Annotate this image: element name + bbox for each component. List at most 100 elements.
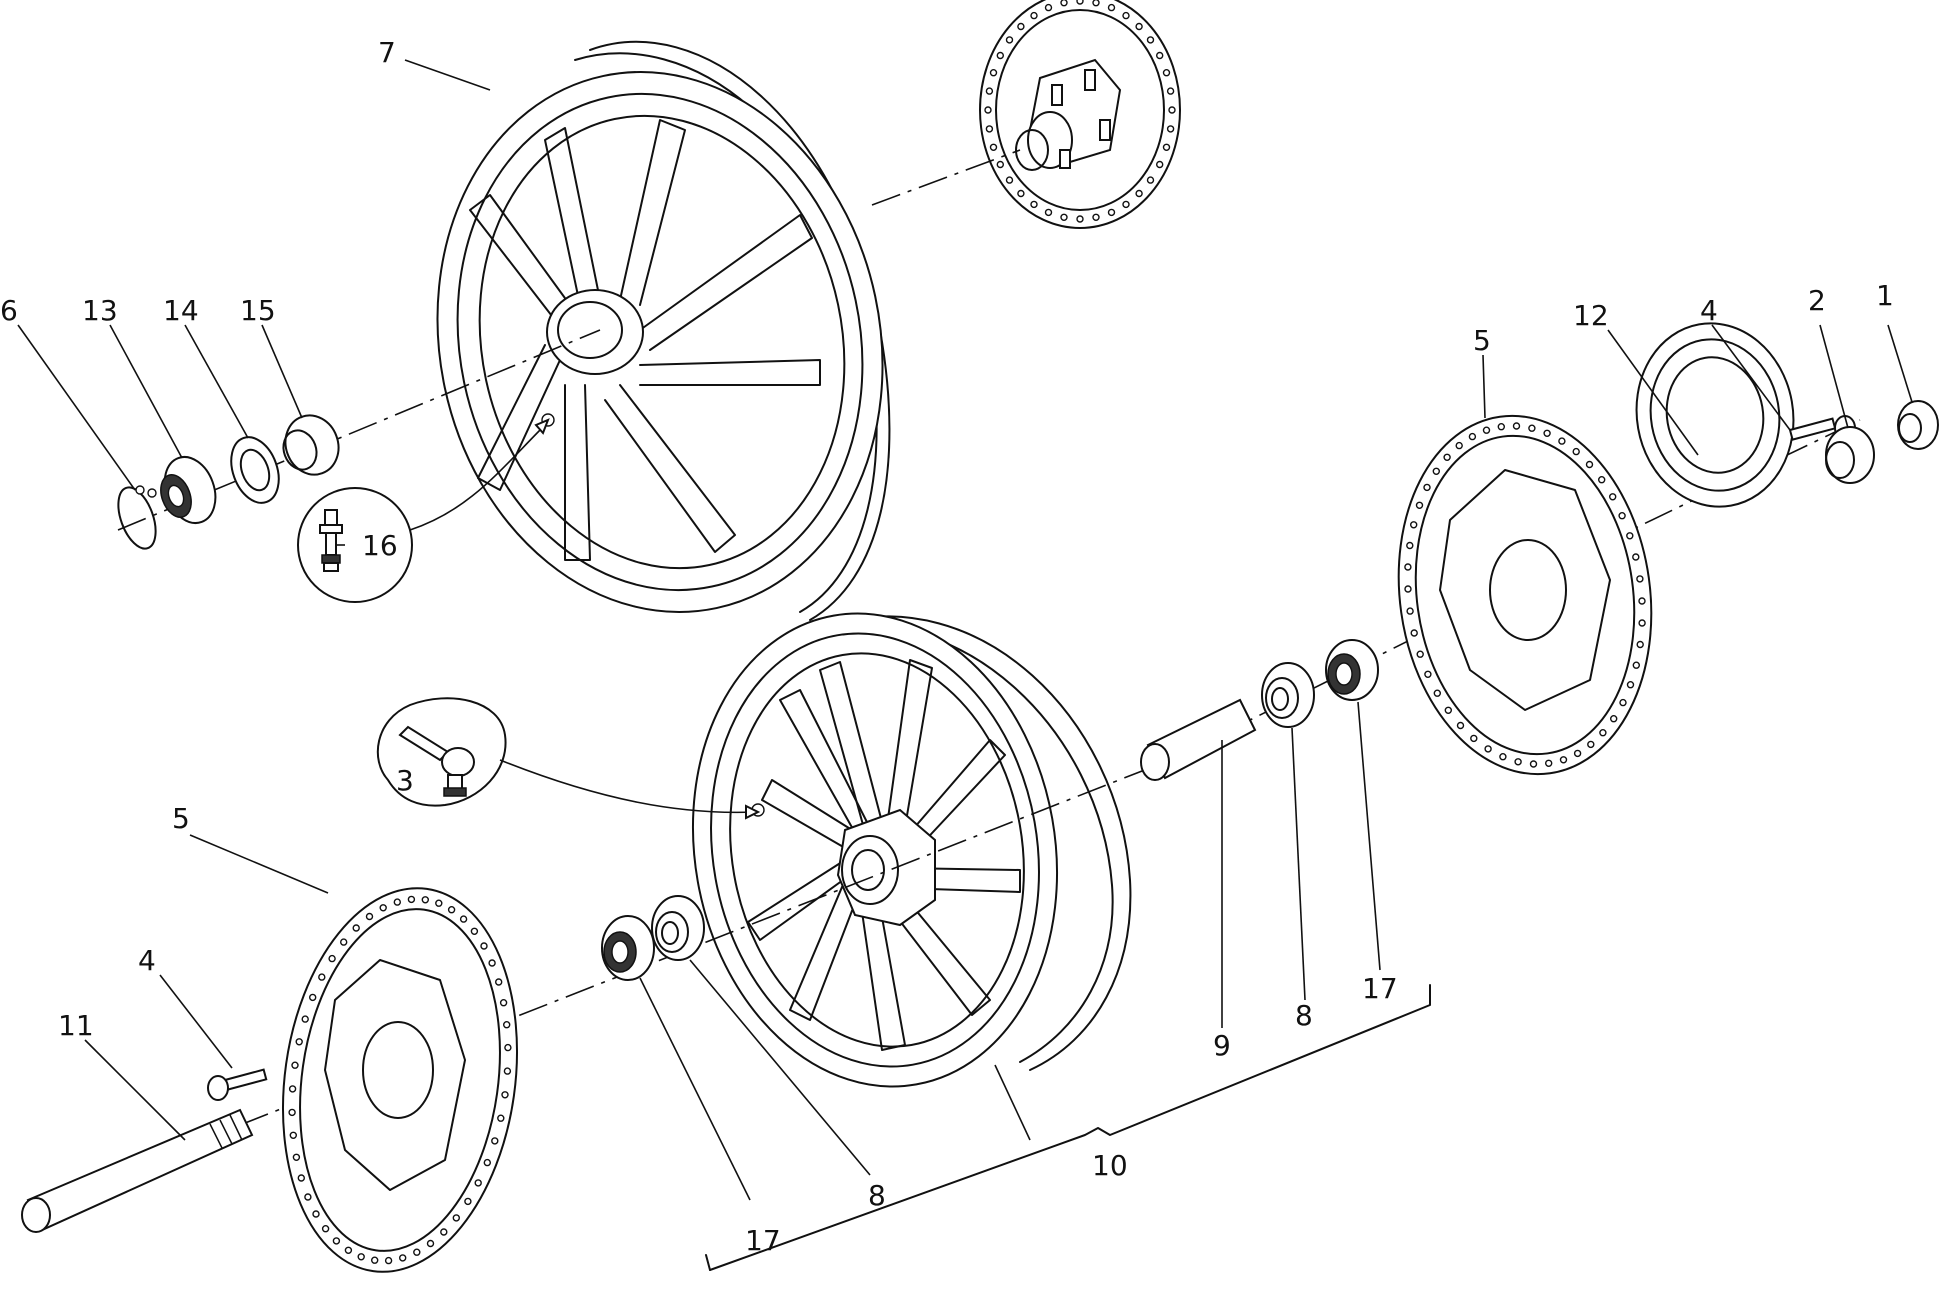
disc-hole <box>1638 597 1646 605</box>
disc-hole <box>1092 213 1100 222</box>
disc-hole <box>301 1015 309 1023</box>
disc-hole <box>1406 607 1414 615</box>
disc-hole <box>312 1210 320 1218</box>
disc-hole <box>1146 176 1155 184</box>
disc-hole <box>1415 501 1424 509</box>
disc-hole <box>1135 22 1143 31</box>
disc-hole <box>1076 0 1084 5</box>
disc-hole <box>1608 493 1617 501</box>
disc-hole <box>1166 87 1175 95</box>
disc-hole <box>413 1248 421 1256</box>
disc-hole <box>989 68 998 77</box>
callout-11: 11 <box>58 1009 94 1042</box>
disc-hole <box>1044 208 1053 217</box>
front-wheel-spokes <box>747 659 1021 1051</box>
disc-hole <box>1060 213 1068 222</box>
disc-hole <box>1162 143 1171 152</box>
rear-axis-line-left <box>117 329 601 531</box>
disc-hole <box>426 1239 435 1248</box>
disc-hole <box>1404 585 1412 593</box>
disc-hole <box>1092 0 1100 7</box>
callout-7: 7 <box>378 36 396 69</box>
rear-ring-nut <box>160 456 217 524</box>
disc-hole <box>328 954 336 963</box>
disc-hole <box>985 125 994 133</box>
disc-hole <box>435 899 443 907</box>
disc-hole <box>421 896 429 904</box>
disc-hole <box>488 959 496 967</box>
disc-hole <box>1626 532 1634 540</box>
disc-hole <box>1544 759 1553 767</box>
rear-circlip <box>117 485 157 550</box>
callout-15: 15 <box>240 294 276 327</box>
valve-detail-circle-rear <box>297 487 413 603</box>
disc-hole <box>989 143 998 152</box>
disc-hole <box>1107 208 1116 217</box>
callout-3: 3 <box>396 764 414 797</box>
disc-hole <box>384 1256 393 1265</box>
rear-axis-line-right <box>871 149 1021 206</box>
disc-hole <box>1155 160 1164 169</box>
disc-hole <box>1609 715 1618 723</box>
disc-hole <box>1168 106 1176 114</box>
disc-hole <box>1597 476 1606 484</box>
disc-hole <box>1122 11 1130 20</box>
callout-16: 16 <box>362 529 398 562</box>
disc-hole <box>499 999 508 1007</box>
disc-hole <box>1482 426 1491 434</box>
disc-hole <box>407 895 416 904</box>
disc-hole <box>1030 11 1038 20</box>
disc-hole <box>1636 640 1644 649</box>
disc-hole <box>1107 3 1116 12</box>
disc-hole <box>1044 3 1053 12</box>
disc-hole <box>1146 36 1155 44</box>
disc-hole <box>503 1067 512 1075</box>
disc-hole <box>1433 689 1442 697</box>
disc-hole <box>1432 467 1441 475</box>
callout-17-left: 17 <box>745 1224 781 1257</box>
disc-hole <box>1618 512 1626 520</box>
callout-1: 1 <box>1876 279 1894 312</box>
disc-hole <box>352 924 360 932</box>
front-wheel <box>691 612 1132 1088</box>
disc-hole <box>1619 698 1627 707</box>
disc-hole <box>304 1193 312 1201</box>
callout-4-upper: 4 <box>1700 294 1718 327</box>
disc-hole <box>1005 176 1014 184</box>
disc-hole <box>1122 200 1130 209</box>
callout-12: 12 <box>1573 299 1609 332</box>
disc-hole <box>1497 423 1506 431</box>
callout-8-right: 8 <box>1295 999 1313 1032</box>
disc-hole <box>504 1043 512 1052</box>
disc-hole <box>332 1237 341 1245</box>
disc-hole <box>1443 453 1451 461</box>
disc-hole <box>440 1228 448 1236</box>
disc-hole <box>470 927 479 935</box>
disc-hole <box>1573 749 1582 758</box>
front-brake-disc-left <box>281 887 519 1273</box>
disc-hole <box>1410 629 1418 637</box>
disc-hole <box>292 1153 301 1162</box>
disc-hole <box>1030 200 1038 209</box>
disc-hole <box>1529 760 1538 768</box>
disc-hole <box>1162 68 1171 77</box>
disc-hole <box>474 1179 482 1187</box>
disc-hole <box>1585 460 1594 469</box>
disc-hole <box>1155 51 1164 60</box>
disc-hole <box>1017 22 1025 31</box>
disc-hole <box>1559 756 1568 764</box>
front-brake-disc-right <box>1397 414 1653 776</box>
disc-hole <box>1416 650 1424 658</box>
disc-hole <box>295 1038 303 1046</box>
disc-hole <box>1406 541 1414 550</box>
disc-hole <box>1424 670 1432 678</box>
disc-hole <box>1135 189 1143 198</box>
disc-hole <box>1512 422 1521 430</box>
callouts: 7 6 13 14 15 16 5 12 4 2 1 3 5 4 11 9 8 … <box>0 36 1894 1257</box>
leader-lines <box>17 59 1913 1201</box>
assembly-bracket <box>709 984 1431 1271</box>
disc-hole <box>1409 521 1418 529</box>
disc-hole <box>309 993 317 1002</box>
disc-hole <box>1587 740 1595 749</box>
disc-hole <box>1632 661 1641 669</box>
